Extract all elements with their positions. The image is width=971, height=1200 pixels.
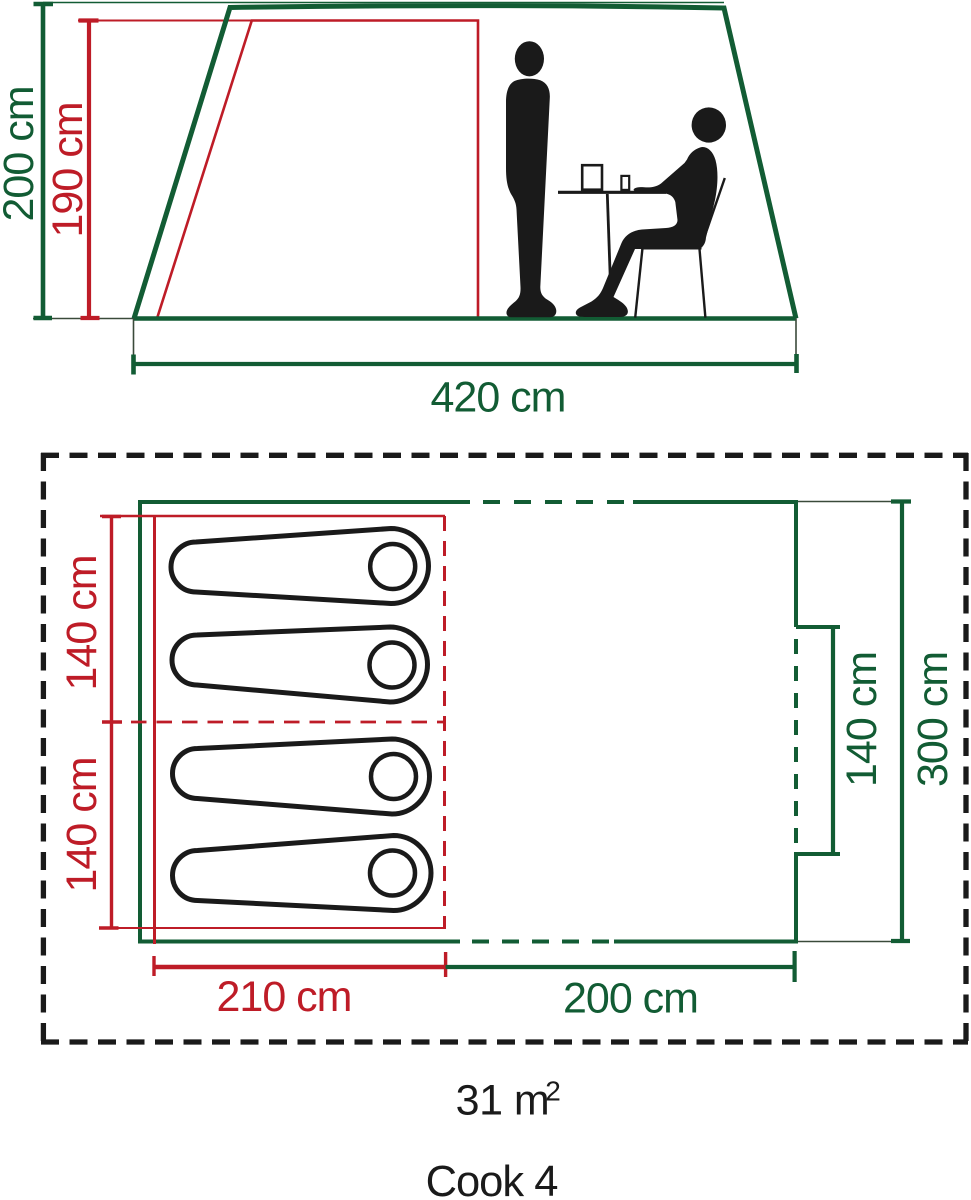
svg-text:140 cm: 140 cm (58, 555, 106, 690)
svg-text:210 cm: 210 cm (216, 973, 351, 1021)
svg-text:31 m2: 31 m2 (456, 1076, 561, 1125)
svg-text:140 cm: 140 cm (58, 757, 106, 892)
svg-text:420 cm: 420 cm (430, 374, 565, 422)
svg-text:200 cm: 200 cm (0, 86, 43, 221)
svg-text:140 cm: 140 cm (838, 652, 886, 787)
svg-text:190 cm: 190 cm (44, 102, 92, 237)
svg-text:Cook 4: Cook 4 (426, 1158, 558, 1200)
svg-text:300 cm: 300 cm (909, 652, 957, 787)
svg-text:200 cm: 200 cm (563, 975, 698, 1023)
